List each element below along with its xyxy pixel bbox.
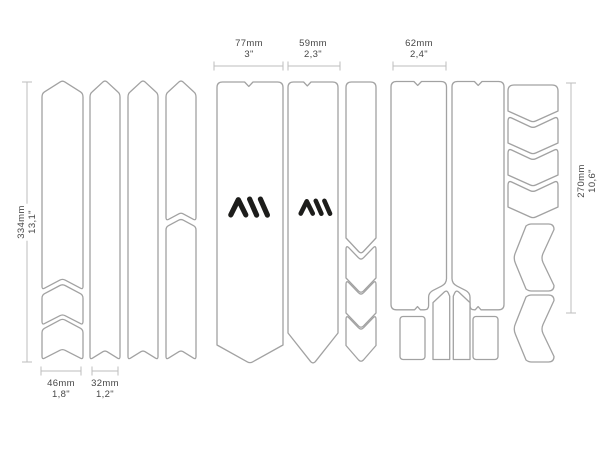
dim-line-77mm (213, 61, 284, 71)
dim-label-46mm: 46mm 1,8" (47, 378, 75, 400)
strip-narrow-main (345, 81, 377, 254)
strip-narrow-chevron-3 (345, 316, 377, 362)
strip-split-upper (165, 80, 197, 221)
dim-line-62mm (392, 61, 447, 71)
dim-label-77mm: 77mm 3" (235, 38, 263, 60)
dim-value-mm: 59mm (299, 38, 327, 49)
ams-logo-large (228, 196, 270, 218)
chevron-down-4 (507, 180, 559, 219)
dim-label-32mm: 32mm 1,2" (91, 378, 119, 400)
dim-value-mm: 32mm (91, 378, 119, 389)
dim-value-inch: 10,6" (587, 169, 598, 193)
logo-bar-2 (257, 196, 270, 218)
strip-59mm (287, 81, 339, 364)
dim-value-mm: 62mm (405, 38, 433, 49)
dim-value-inch: 1,2" (96, 389, 114, 400)
dim-value-inch: 1,8" (52, 389, 70, 400)
dim-value-inch: 2,4" (410, 49, 428, 60)
ams-logo-small (298, 198, 333, 217)
strip-77mm-downtube (216, 81, 284, 364)
dim-label-270mm: 270mm 10,6" (575, 162, 599, 200)
dim-line-270mm (566, 82, 576, 314)
dim-line-46mm (40, 366, 82, 376)
blade-right (452, 290, 471, 361)
logo-bar-1 (313, 198, 324, 217)
cut-pieces (41, 80, 559, 364)
dim-value-mm: 46mm (47, 378, 75, 389)
strip-split-lower (165, 218, 197, 360)
dim-label-59mm: 59mm 2,3" (299, 38, 327, 60)
strip-46mm-chevron-1 (41, 284, 84, 325)
strip-62mm-right (451, 80, 505, 311)
small-rect-left (399, 315, 426, 361)
chevron-down-3 (507, 148, 559, 187)
dim-value-inch: 3" (244, 49, 254, 60)
strip-46mm-chevron-2 (41, 318, 84, 360)
logo-bar-2 (322, 198, 333, 217)
logo-bar-1 (247, 196, 260, 218)
dim-value-mm: 270mm (576, 164, 587, 198)
dim-value-mm: 77mm (235, 38, 263, 49)
dim-label-334mm: 334mm 13,1" (15, 203, 39, 241)
strip-narrow-chevron-1 (345, 246, 377, 293)
logo-peak (298, 199, 316, 216)
strip-narrow-chevron-2 (345, 281, 377, 328)
dim-value-mm: 334mm (16, 205, 27, 239)
chevron-down-1 (507, 84, 559, 123)
strip-62mm-left (390, 80, 448, 311)
chevron-left-1 (513, 223, 555, 292)
dim-line-32mm (91, 366, 119, 376)
strip-32mm-a (89, 80, 121, 360)
strip-32mm-b (127, 80, 159, 360)
small-rect-right (472, 315, 499, 361)
logo-peak (228, 197, 249, 218)
dim-line-59mm (287, 61, 341, 71)
strip-46mm-main (41, 80, 84, 290)
blade-left (432, 290, 451, 361)
dim-value-inch: 13,1" (27, 210, 38, 234)
dim-value-inch: 2,3" (304, 49, 322, 60)
dim-label-62mm: 62mm 2,4" (405, 38, 433, 60)
dimension-lines (22, 61, 576, 376)
chevron-down-2 (507, 116, 559, 155)
chevron-left-2 (513, 294, 555, 363)
